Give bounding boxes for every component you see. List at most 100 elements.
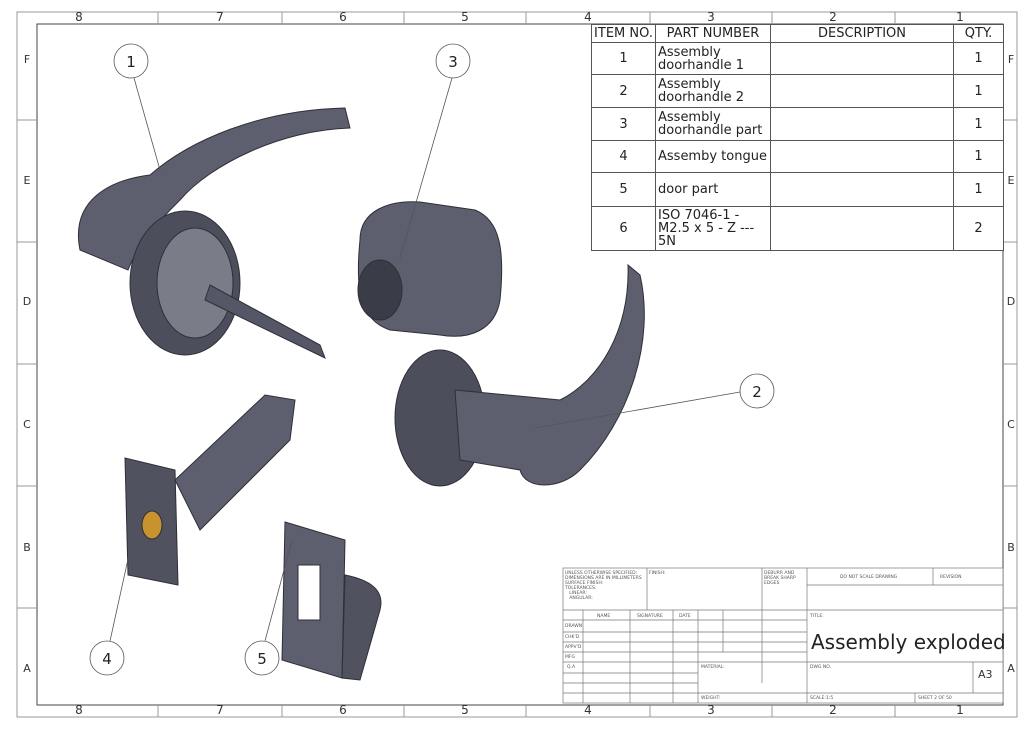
description <box>770 42 954 75</box>
zone-col-label: 4 <box>584 703 592 717</box>
zone-col-label: 7 <box>216 703 224 717</box>
zone-col-label: 5 <box>461 703 469 717</box>
zone-row-label: C <box>1007 418 1015 431</box>
zone-col-label: 8 <box>75 10 83 24</box>
name-header: NAME <box>597 614 611 619</box>
part-number: Assembly doorhandle part <box>655 107 771 141</box>
title-block-grid <box>562 567 1004 704</box>
header-item-no: ITEM NO. <box>591 24 656 43</box>
item-no: 6 <box>591 206 656 251</box>
finish-label: FINISH: <box>649 571 666 576</box>
zone-row-label: D <box>1006 295 1016 308</box>
part-doorhandle-part <box>357 201 503 337</box>
zone-row-label: A <box>23 662 31 675</box>
zone-row-label: E <box>1007 174 1015 187</box>
part-tongue <box>124 394 296 586</box>
revision-label: REVISION <box>940 575 962 580</box>
zone-col-label: 2 <box>829 703 837 717</box>
balloon-4 <box>89 640 125 676</box>
scale-label: SCALE:1:5 <box>810 696 834 701</box>
zone-col-label: 8 <box>75 703 83 717</box>
item-no: 4 <box>591 140 656 173</box>
part-doorhandle-2 <box>394 263 645 487</box>
header-description: DESCRIPTION <box>770 24 954 43</box>
qty: 1 <box>953 107 1004 141</box>
zone-col-label: 6 <box>339 703 347 717</box>
part-number: Assemby tongue <box>655 140 771 173</box>
balloon-3 <box>435 43 471 79</box>
qty: 1 <box>953 42 1004 75</box>
part-number: Assembly doorhandle 2 <box>655 74 771 108</box>
zone-col-label: 6 <box>339 10 347 24</box>
material-label: MATERIAL: <box>701 665 725 670</box>
description <box>770 206 954 251</box>
part-number: door part <box>655 172 771 207</box>
qa-label: Q.A <box>567 665 576 670</box>
balloon-1 <box>113 43 149 79</box>
zone-row-label: F <box>23 53 31 66</box>
zone-col-label: 3 <box>707 10 715 24</box>
drawn-label: DRAWN <box>565 624 583 629</box>
qty: 1 <box>953 172 1004 207</box>
general-notes: UNLESS OTHERWISE SPECIFIED: DIMENSIONS A… <box>565 571 642 601</box>
sheet-label: SHEET 2 OF 50 <box>918 696 952 701</box>
part-number: ISO 7046-1 - M2.5 x 5 - Z --- 5N <box>655 206 771 251</box>
qty: 2 <box>953 206 1004 251</box>
mfg-label: MFG <box>565 655 575 660</box>
zone-row-label: D <box>22 295 32 308</box>
bom-header-row: ITEM NO. PART NUMBER DESCRIPTION QTY. <box>591 24 1004 43</box>
zone-col-label: 3 <box>707 703 715 717</box>
zone-col-label: 2 <box>829 10 837 24</box>
item-no: 3 <box>591 107 656 141</box>
zone-col-label: 7 <box>216 10 224 24</box>
header-qty: QTY. <box>953 24 1004 43</box>
signature-header: SIGNATURE <box>637 614 663 619</box>
balloon-label: 2 <box>752 383 762 401</box>
weight-label: WEIGHT: <box>701 696 721 701</box>
zone-row-label: E <box>23 174 31 187</box>
sheet-size: A3 <box>978 668 993 681</box>
part-doorhandle-1 <box>78 107 351 360</box>
zone-col-label: 1 <box>956 703 964 717</box>
do-not-scale-label: DO NOT SCALE DRAWING <box>840 575 898 580</box>
zone-row-label: F <box>1007 53 1015 66</box>
part-door-part <box>281 521 382 681</box>
qty: 1 <box>953 74 1004 108</box>
zone-col-label: 1 <box>956 10 964 24</box>
date-header: DATE <box>679 614 691 619</box>
part-number: Assembly doorhandle 1 <box>655 42 771 75</box>
balloon-label: 4 <box>102 650 112 668</box>
item-no: 5 <box>591 172 656 207</box>
zone-row-label: C <box>23 418 31 431</box>
checked-label: CHK'D <box>565 635 580 640</box>
title-label: TITLE: <box>810 614 824 619</box>
balloon-label: 5 <box>257 650 267 668</box>
description <box>770 172 954 207</box>
deburr-label: DEBURR AND BREAK SHARP EDGES <box>764 571 796 586</box>
item-no: 2 <box>591 74 656 108</box>
zone-row-label: A <box>1007 662 1015 675</box>
description <box>770 74 954 108</box>
description <box>770 140 954 173</box>
drawing-title: Assembly exploded <box>811 630 1006 654</box>
zone-col-label: 4 <box>584 10 592 24</box>
balloon-2 <box>739 373 775 409</box>
balloon-label: 1 <box>126 53 136 71</box>
drawing-number-label: DWG NO. <box>810 665 831 670</box>
zone-row-label: B <box>23 541 31 554</box>
description <box>770 107 954 141</box>
balloon-5 <box>244 640 280 676</box>
zone-col-label: 5 <box>461 10 469 24</box>
qty: 1 <box>953 140 1004 173</box>
zone-row-label: B <box>1007 541 1015 554</box>
balloon-label: 3 <box>448 53 458 71</box>
header-part-number: PART NUMBER <box>655 24 771 43</box>
